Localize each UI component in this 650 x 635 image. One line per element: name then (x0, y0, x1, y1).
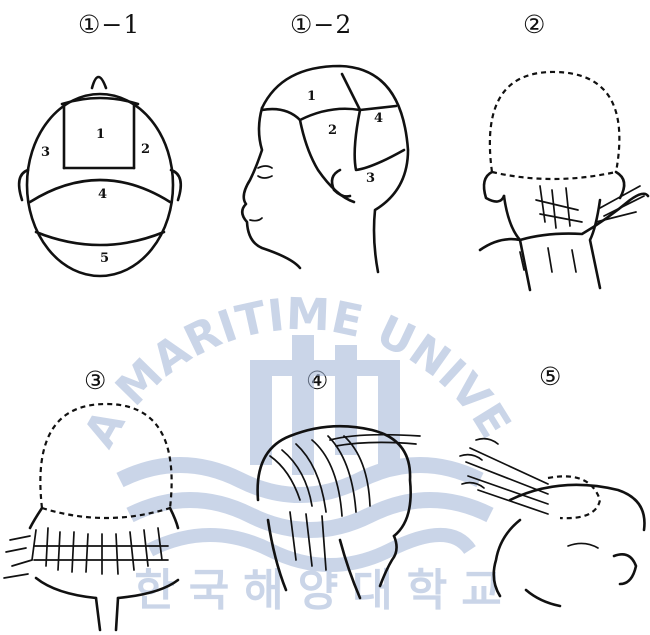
ear (332, 170, 350, 196)
section-number: 3 (41, 145, 50, 160)
dashed-section (548, 476, 600, 518)
panel-2-back-view (480, 72, 648, 290)
head-crown-tip (92, 77, 106, 88)
skull-outline (262, 66, 408, 272)
ear-left (484, 172, 504, 202)
neck-right (590, 200, 600, 288)
section-number: 2 (141, 142, 150, 157)
mouth (250, 218, 262, 221)
section-line-2 (342, 74, 360, 110)
side-part-line (300, 120, 354, 202)
eye (568, 543, 598, 548)
section-number: 1 (307, 89, 316, 104)
wave-2 (130, 500, 490, 530)
panel-1-1-top-view: 1 2 3 4 5 (19, 77, 181, 276)
nape-hair-strands (536, 186, 582, 228)
dashed-section-line (492, 172, 616, 179)
section-number: 1 (96, 127, 105, 142)
section-number: 3 (366, 171, 375, 186)
panel-1-2-side-profile: 1 2 3 4 5 (242, 66, 408, 272)
finger-lines (520, 248, 576, 272)
section-number: 2 (328, 123, 337, 138)
section-number: 4 (374, 111, 383, 126)
ear-right (616, 172, 624, 198)
neck-center (96, 598, 118, 630)
side-hair-strands (4, 536, 32, 578)
nape-line (36, 232, 164, 245)
university-watermark: KOREA MARITIME UNIVERSITY 한국해양대학교 (0, 0, 520, 616)
ear (614, 554, 636, 584)
watermark-korean-text: 한국해양대학교 (134, 565, 515, 616)
section-number: 5 (100, 251, 109, 266)
neck-left (504, 196, 530, 290)
head-outline (27, 94, 173, 276)
eye (258, 176, 272, 178)
section-number: 4 (98, 187, 107, 202)
hairline-front (262, 109, 300, 120)
face-profile (242, 108, 300, 268)
eyebrow (258, 166, 272, 168)
cheek-line (526, 590, 560, 606)
comb-teeth (596, 186, 644, 222)
dashed-head-outline (490, 72, 620, 172)
